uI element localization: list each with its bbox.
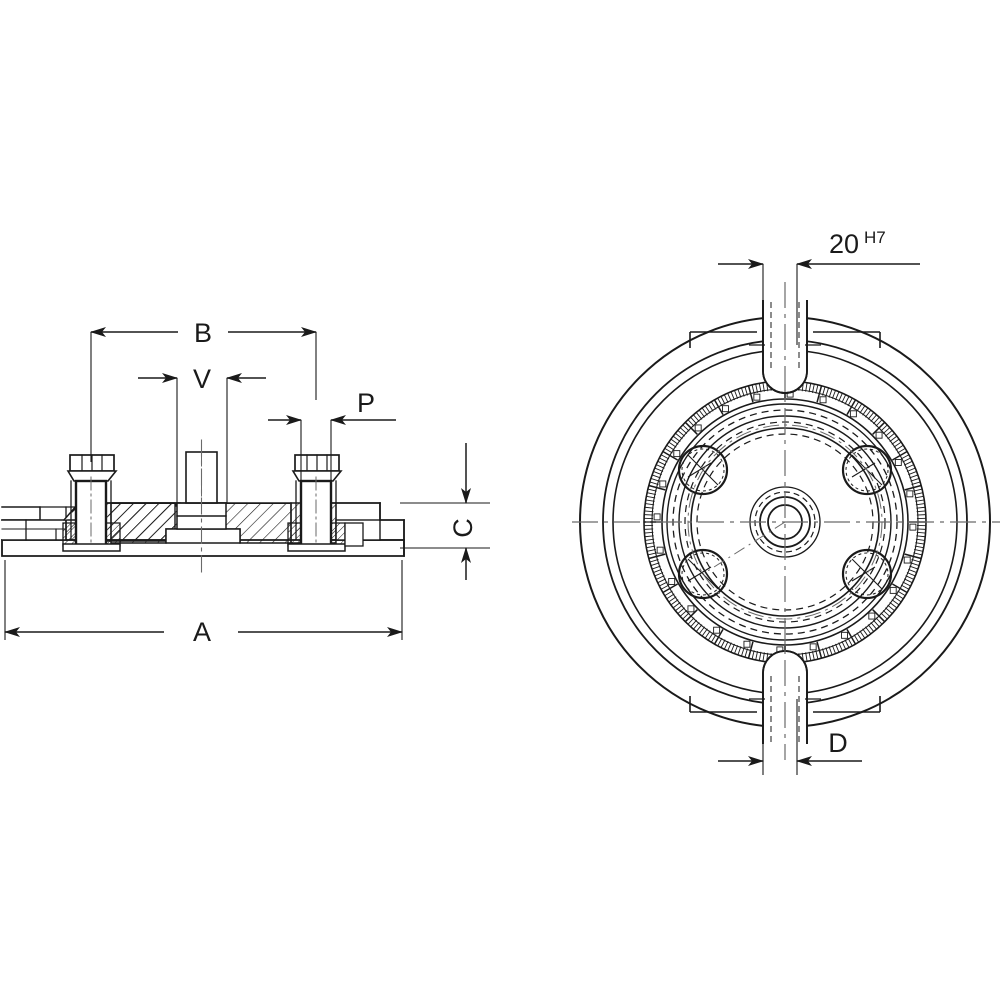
- plan-view: [572, 282, 1000, 760]
- bolt-hole-bottom-right: [841, 548, 893, 600]
- dimension-C: C: [400, 443, 490, 580]
- callout-20H7-value: 20: [829, 229, 859, 259]
- dimension-label-D: D: [828, 728, 848, 758]
- sectional-side-view: [1, 439, 405, 576]
- dimension-label-V: V: [193, 364, 211, 394]
- bolt-holes: [677, 444, 893, 600]
- dimension-B: B: [90, 318, 317, 462]
- dimension-D: D: [718, 699, 862, 775]
- dimension-label-B: B: [194, 318, 212, 348]
- dimension-label-P: P: [357, 388, 375, 418]
- callout-20H7: 20 H7: [718, 228, 920, 345]
- dimension-label-A: A: [193, 617, 211, 647]
- dimension-label-C: C: [448, 518, 478, 538]
- hub-leader-line: [702, 521, 786, 575]
- bolt-right: [287, 454, 364, 552]
- dimension-A: A: [4, 560, 403, 647]
- callout-20H7-tolerance: H7: [864, 228, 886, 247]
- dimension-P: P: [268, 388, 396, 481]
- dimension-V: V: [138, 364, 266, 503]
- bolt-left: [62, 454, 121, 552]
